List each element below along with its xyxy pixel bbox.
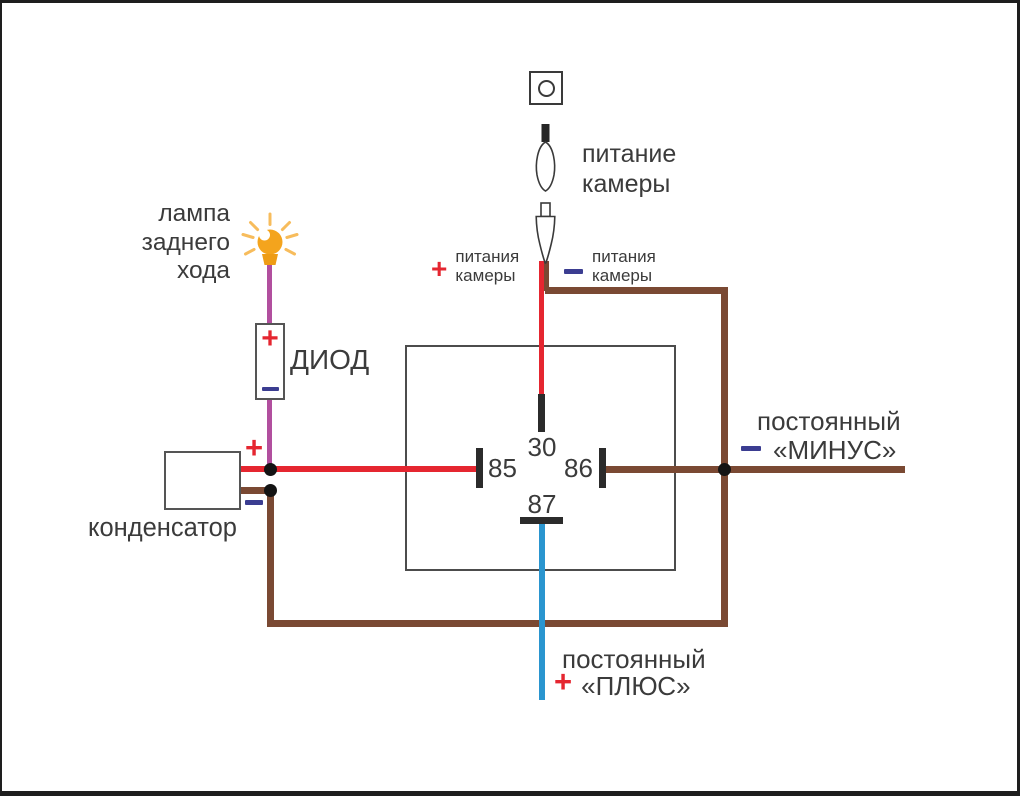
constant-minus-line2: «МИНУС» [773, 435, 897, 465]
camera-minus-text: питания камеры [592, 247, 656, 285]
reverse-lamp-line1: лампа [158, 200, 230, 227]
wire-brown-pin86-to-minus [606, 465, 905, 473]
pin30-label: 30 [527, 432, 557, 462]
diode-minus-sign [261, 387, 279, 391]
rca-jack-icon [535, 202, 556, 264]
constant-plus-line2: «ПЛЮС» [581, 671, 691, 701]
camera-power-title-line1: питание [582, 140, 677, 168]
constant-plus-line2-row: + «ПЛЮС» [554, 666, 691, 702]
wire-brown-bottom-run [266, 619, 728, 627]
rca-plug-icon [535, 124, 556, 192]
reverse-lamp-line3: хода [177, 257, 230, 284]
reverse-lamp-line2: заднего [141, 228, 230, 256]
camera-minus-line1: питания [592, 247, 656, 266]
plus-sign: + [554, 664, 573, 699]
wire-brown-right-run [720, 286, 728, 627]
pin86-label: 86 [564, 453, 593, 483]
wire-red-capacitor-to-pin85 [240, 466, 478, 472]
camera-socket-icon [529, 71, 563, 105]
capacitor-plus-sign: + [245, 430, 264, 465]
minus-sign [741, 446, 761, 451]
constant-plus-line1: постоянный [562, 644, 706, 674]
camera-plus-line2: камеры [455, 266, 516, 285]
plus-sign: + [431, 253, 448, 284]
camera-power-title: питание камеры [582, 139, 676, 199]
camera-socket-circle [537, 79, 555, 97]
junction-dot-diode-red [263, 462, 277, 476]
junction-dot-capacitor-minus [263, 483, 277, 497]
junction-dot-minus-rail [717, 462, 731, 476]
capacitor-box [164, 451, 241, 510]
minus-sign [564, 269, 583, 274]
capacitor-label: конденсатор [88, 514, 237, 542]
camera-plus-line1: питания [455, 247, 520, 266]
constant-minus-line1: постоянный [757, 406, 901, 436]
reverse-lamp-icon [241, 212, 299, 265]
camera-plus-text: питания камеры [455, 247, 519, 285]
wire-brown-capacitor-stub [240, 486, 273, 494]
camera-plus-label: + питания камеры [431, 247, 519, 285]
pin85-label: 85 [488, 453, 517, 483]
wire-brown-top-run [545, 286, 728, 294]
wire-brown-camera-stub [543, 261, 549, 291]
camera-minus-line2: камеры [592, 266, 653, 285]
diode-label: ДИОД [290, 344, 370, 375]
pin86-bar [599, 448, 606, 488]
wire-brown-left-run [266, 487, 274, 627]
wire-red-camera-to-pin30 [538, 261, 544, 395]
wire-purple-diode-to-junction [266, 398, 273, 471]
capacitor-minus-sign [245, 500, 263, 505]
reverse-lamp-label: лампа заднего хода [57, 200, 230, 286]
wire-purple-lamp-to-diode [266, 261, 273, 325]
diode-box: + [255, 322, 285, 400]
constant-minus-line2-row: «МИНУС» [741, 435, 896, 466]
pin30-bar [538, 394, 545, 432]
pin87-label: 87 [527, 489, 557, 519]
camera-minus-label: питания камеры [564, 247, 656, 285]
pin87-bar [520, 517, 563, 524]
diode-plus-sign: + [261, 322, 279, 355]
camera-power-title-line2: камеры [582, 170, 671, 198]
pin85-bar [476, 448, 483, 488]
wire-blue-pin87-to-plus [539, 524, 545, 700]
